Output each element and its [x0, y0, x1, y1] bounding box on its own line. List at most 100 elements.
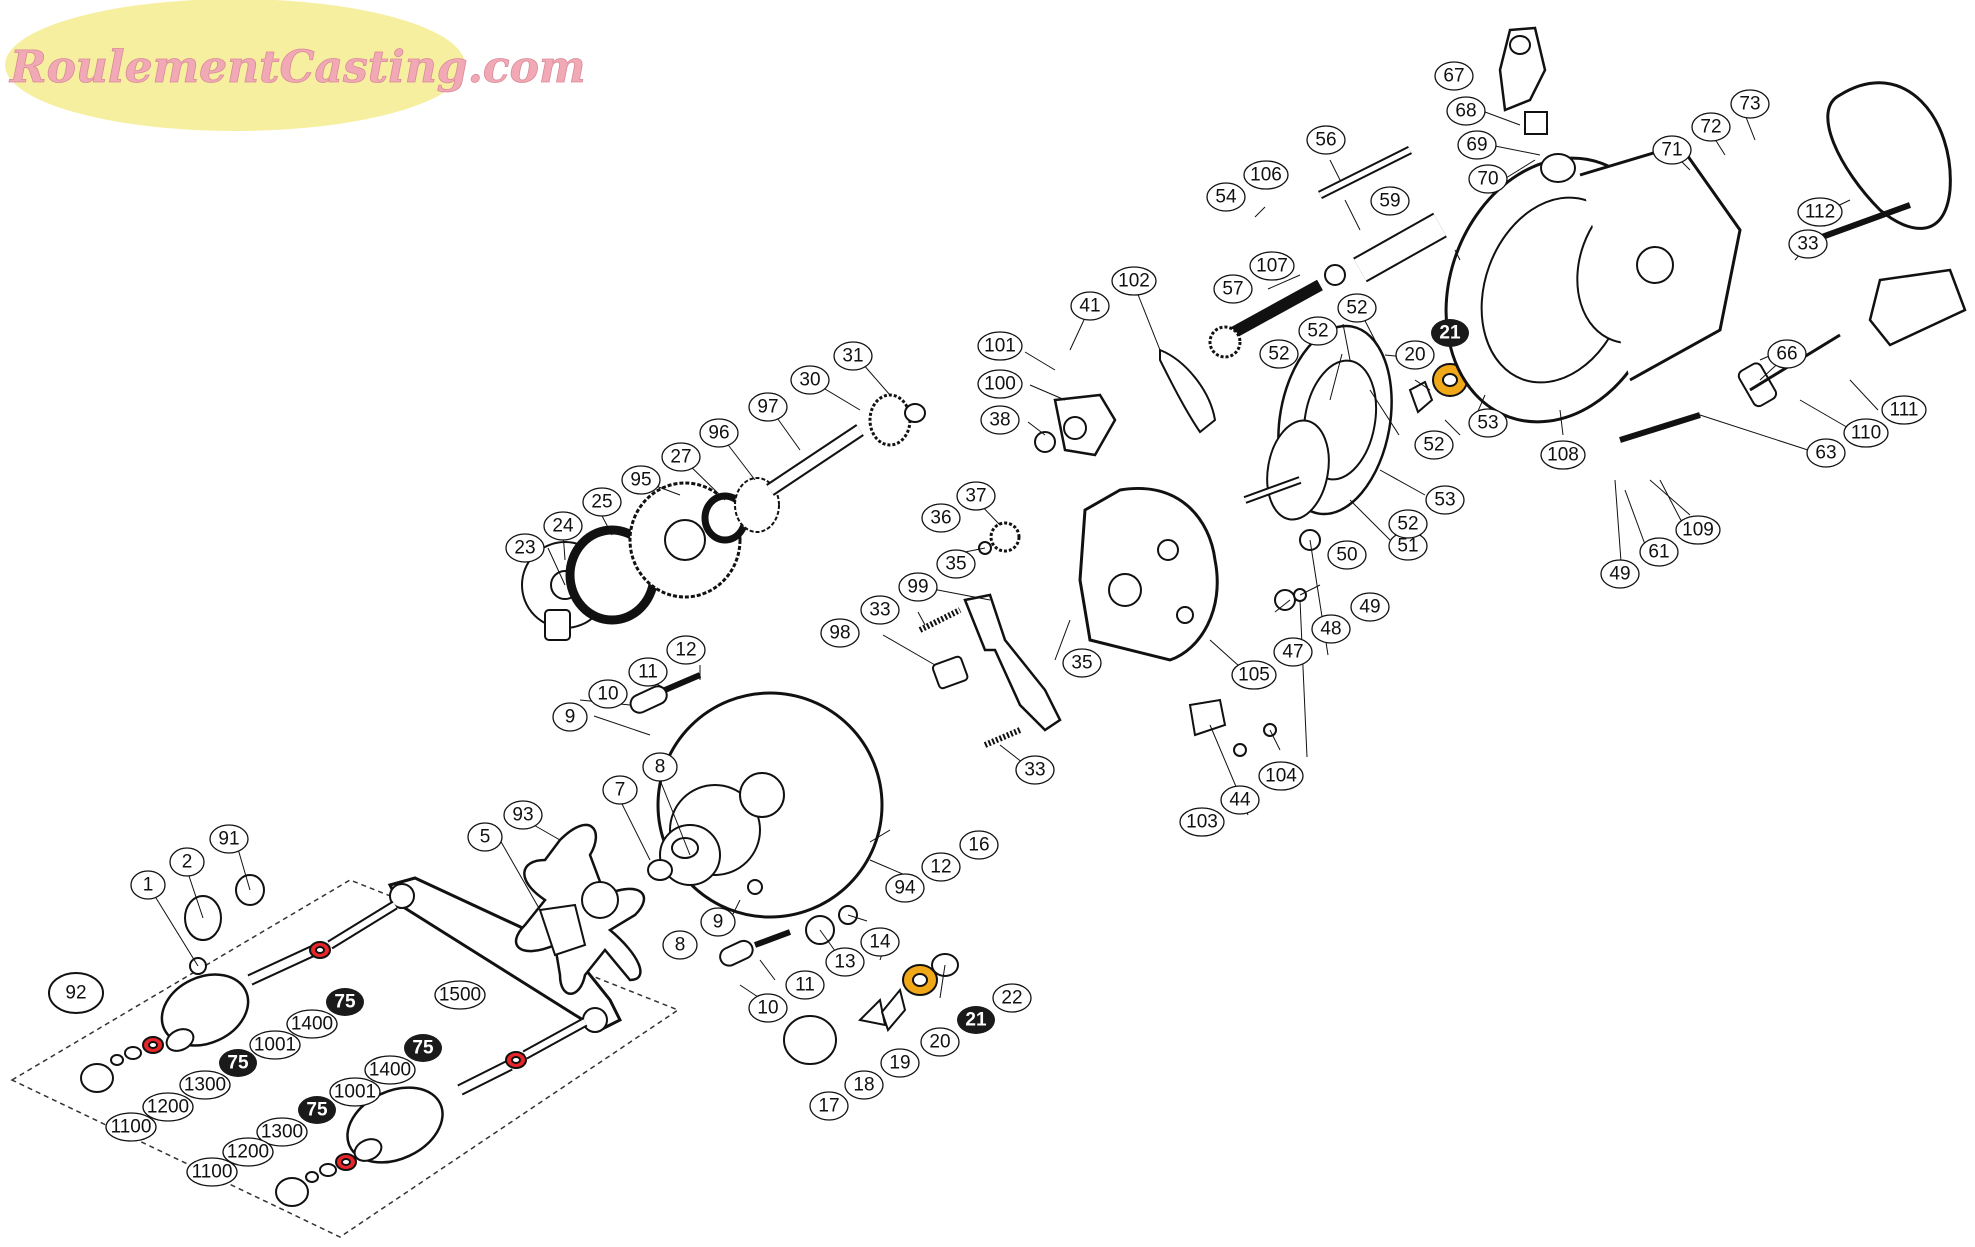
callout-44[interactable]: 44: [1220, 785, 1260, 815]
callout-69[interactable]: 69: [1457, 130, 1497, 160]
callout-18[interactable]: 18: [844, 1070, 884, 1100]
callout-1100a[interactable]: 1100: [105, 1112, 157, 1142]
callout-61[interactable]: 61: [1639, 537, 1679, 567]
callout-72[interactable]: 72: [1691, 112, 1731, 142]
callout-102[interactable]: 102: [1111, 266, 1157, 296]
callout-33b[interactable]: 33: [1015, 755, 1055, 785]
badge-75-a[interactable]: 75: [326, 988, 364, 1016]
callout-1300b[interactable]: 1300: [256, 1117, 308, 1147]
callout-71[interactable]: 71: [1652, 135, 1692, 165]
callout-24[interactable]: 24: [543, 511, 583, 541]
callout-52d[interactable]: 52: [1298, 316, 1338, 346]
callout-112[interactable]: 112: [1797, 197, 1843, 227]
callout-16[interactable]: 16: [959, 830, 999, 860]
callout-52c[interactable]: 52: [1259, 339, 1299, 369]
callout-37[interactable]: 37: [956, 481, 996, 511]
callout-1001b[interactable]: 1001: [329, 1077, 381, 1107]
callout-52b[interactable]: 52: [1414, 430, 1454, 460]
callout-25[interactable]: 25: [582, 487, 622, 517]
callout-104[interactable]: 104: [1258, 761, 1304, 791]
callout-53b[interactable]: 53: [1468, 408, 1508, 438]
callout-103[interactable]: 103: [1179, 807, 1225, 837]
callout-53a[interactable]: 53: [1425, 485, 1465, 515]
callout-1300a[interactable]: 1300: [179, 1070, 231, 1100]
callout-52e[interactable]: 52: [1337, 293, 1377, 323]
callout-9a[interactable]: 9: [552, 702, 588, 732]
callout-20a[interactable]: 20: [1395, 340, 1435, 370]
badge-21-upper[interactable]: 21: [1431, 319, 1469, 347]
callout-22[interactable]: 22: [992, 983, 1032, 1013]
callout-12a[interactable]: 12: [666, 635, 706, 665]
callout-35b[interactable]: 35: [1062, 648, 1102, 678]
callout-68[interactable]: 68: [1446, 96, 1486, 126]
callout-1100b[interactable]: 1100: [186, 1157, 238, 1187]
callout-35a[interactable]: 35: [936, 549, 976, 579]
callout-31[interactable]: 31: [833, 341, 873, 371]
callout-12b[interactable]: 12: [921, 852, 961, 882]
callout-1200b[interactable]: 1200: [222, 1137, 274, 1167]
callout-100[interactable]: 100: [977, 369, 1023, 399]
callout-23[interactable]: 23: [505, 533, 545, 563]
callout-5[interactable]: 5: [467, 822, 503, 852]
callout-14[interactable]: 14: [860, 927, 900, 957]
callout-51[interactable]: 51: [1388, 531, 1428, 561]
callout-97[interactable]: 97: [748, 392, 788, 422]
callout-2[interactable]: 2: [169, 847, 205, 877]
callout-1001a[interactable]: 1001: [249, 1030, 301, 1060]
callout-17[interactable]: 17: [809, 1091, 849, 1121]
callout-108[interactable]: 108: [1540, 440, 1586, 470]
callout-54[interactable]: 54: [1206, 182, 1246, 212]
callout-91[interactable]: 91: [209, 824, 249, 854]
callout-9b[interactable]: 9: [700, 907, 736, 937]
callout-10a[interactable]: 10: [588, 679, 628, 709]
callout-92[interactable]: 92: [48, 972, 104, 1014]
callout-49a[interactable]: 49: [1350, 592, 1390, 622]
callout-8b[interactable]: 8: [662, 930, 698, 960]
callout-101[interactable]: 101: [977, 331, 1023, 361]
callout-70[interactable]: 70: [1468, 164, 1508, 194]
callout-57[interactable]: 57: [1213, 274, 1253, 304]
callout-105[interactable]: 105: [1231, 660, 1277, 690]
callout-73[interactable]: 73: [1730, 89, 1770, 119]
callout-47[interactable]: 47: [1273, 637, 1313, 667]
callout-1400b[interactable]: 1400: [364, 1055, 416, 1085]
callout-1200a[interactable]: 1200: [142, 1092, 194, 1122]
callout-38[interactable]: 38: [980, 405, 1020, 435]
callout-1[interactable]: 1: [130, 870, 166, 900]
callout-93[interactable]: 93: [503, 800, 543, 830]
callout-11a[interactable]: 11: [628, 657, 668, 687]
callout-30[interactable]: 30: [790, 365, 830, 395]
callout-13[interactable]: 13: [825, 947, 865, 977]
badge-75-d[interactable]: 75: [298, 1096, 336, 1124]
callout-98[interactable]: 98: [820, 618, 860, 648]
callout-95[interactable]: 95: [621, 465, 661, 495]
callout-11b[interactable]: 11: [785, 970, 825, 1000]
callout-20b[interactable]: 20: [920, 1027, 960, 1057]
callout-109[interactable]: 109: [1675, 515, 1721, 545]
callout-107[interactable]: 107: [1249, 251, 1295, 281]
callout-8a[interactable]: 8: [642, 752, 678, 782]
callout-63[interactable]: 63: [1806, 438, 1846, 468]
callout-59[interactable]: 59: [1370, 186, 1410, 216]
badge-75-b[interactable]: 75: [219, 1049, 257, 1077]
callout-1400a[interactable]: 1400: [286, 1009, 338, 1039]
callout-41[interactable]: 41: [1070, 291, 1110, 321]
callout-48[interactable]: 48: [1311, 614, 1351, 644]
callout-111[interactable]: 111: [1881, 395, 1927, 425]
callout-56[interactable]: 56: [1306, 125, 1346, 155]
callout-96[interactable]: 96: [699, 418, 739, 448]
callout-94[interactable]: 94: [885, 873, 925, 903]
callout-33c[interactable]: 33: [1788, 229, 1828, 259]
callout-7[interactable]: 7: [602, 775, 638, 805]
callout-66[interactable]: 66: [1767, 339, 1807, 369]
site-logo[interactable]: RoulementCasting.com: [5, 0, 586, 131]
callout-19[interactable]: 19: [880, 1048, 920, 1078]
callout-36[interactable]: 36: [921, 503, 961, 533]
callout-1500[interactable]: 1500: [434, 980, 486, 1010]
callout-50[interactable]: 50: [1327, 540, 1367, 570]
callout-99[interactable]: 99: [898, 572, 938, 602]
callout-49b[interactable]: 49: [1600, 559, 1640, 589]
callout-27[interactable]: 27: [661, 442, 701, 472]
callout-110[interactable]: 110: [1843, 418, 1889, 448]
callout-10b[interactable]: 10: [748, 993, 788, 1023]
